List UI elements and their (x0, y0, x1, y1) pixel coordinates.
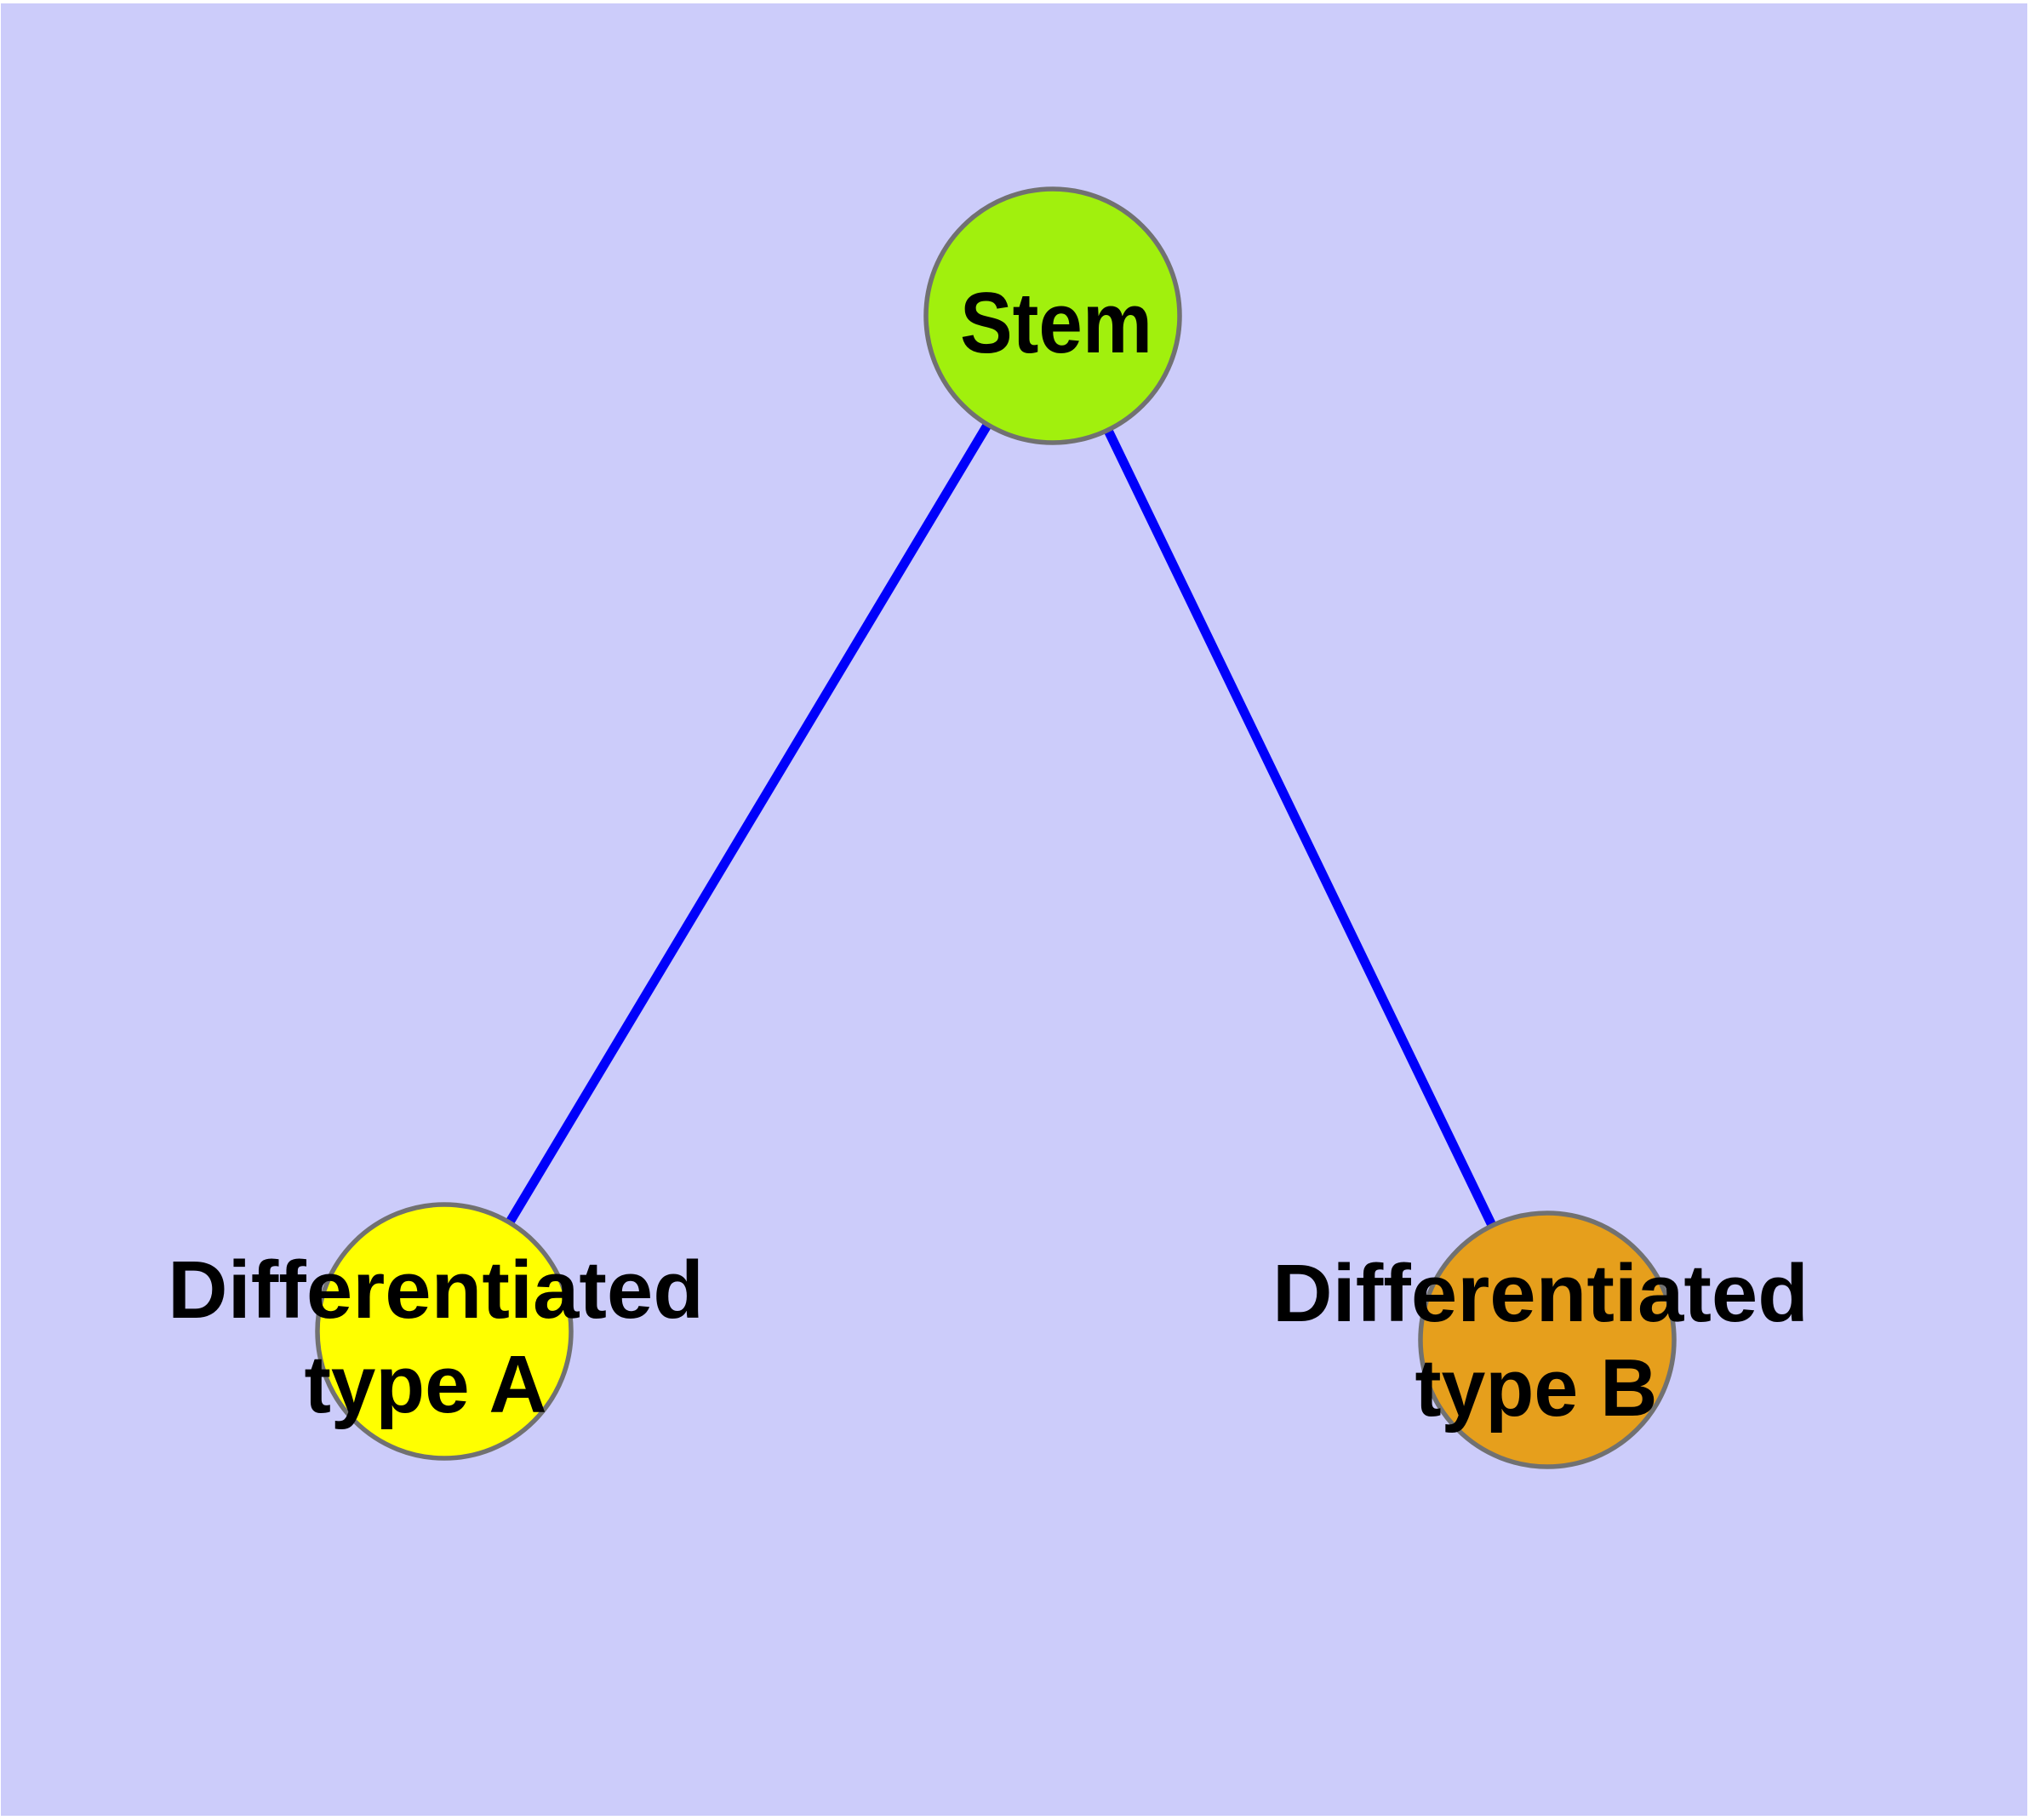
svg-text:type B: type B (1415, 1342, 1658, 1434)
svg-text:Stem: Stem (960, 276, 1152, 371)
svg-text:Differentiated: Differentiated (168, 1245, 704, 1336)
svg-text:Differentiated: Differentiated (1272, 1248, 1809, 1339)
svg-text:type A: type A (305, 1339, 547, 1430)
